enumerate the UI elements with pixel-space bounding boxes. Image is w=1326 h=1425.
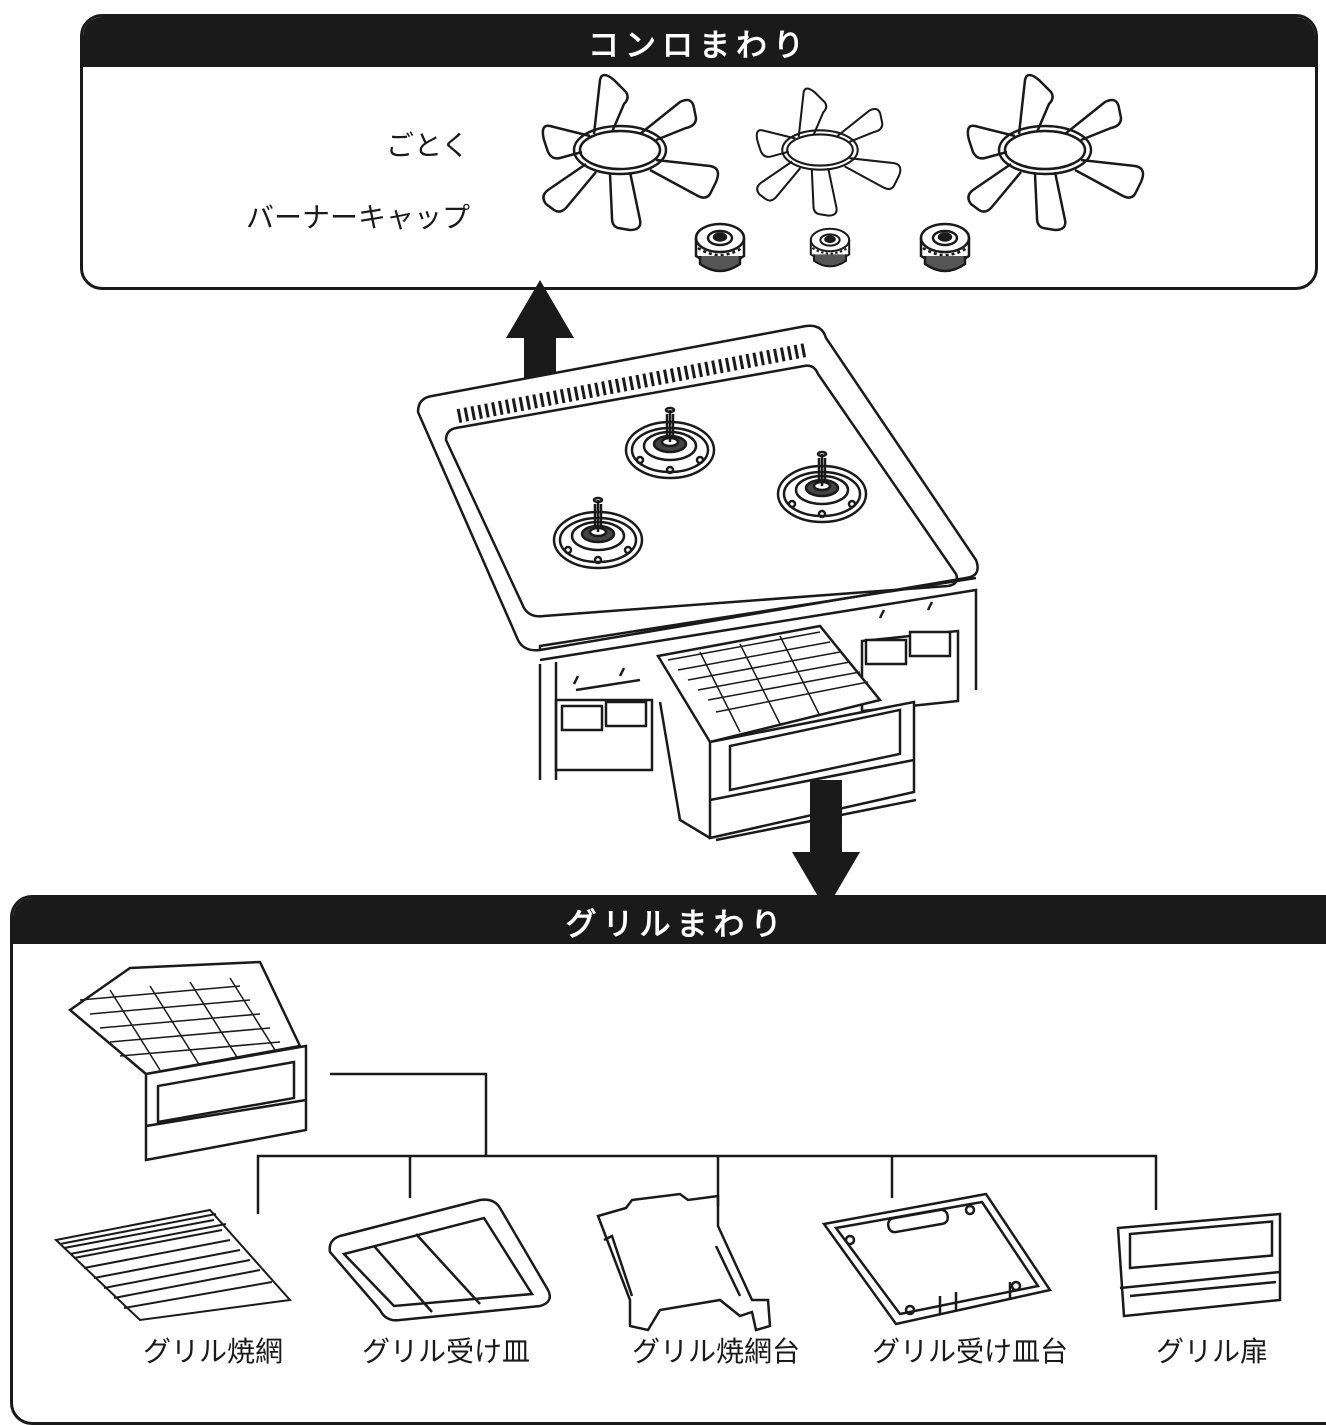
connector-lines (258, 1074, 1156, 1214)
trivet-center-icon (757, 89, 901, 216)
grill-grate-stand-icon (598, 1194, 770, 1330)
grill-drawer-assembly-icon (70, 962, 306, 1160)
grill-drip-pan-icon (330, 1200, 550, 1321)
grill-grate-icon (56, 1210, 290, 1320)
trivet-left-icon (543, 75, 718, 230)
grill-drip-pan-stand-icon (824, 1194, 1050, 1324)
burner-cap-right-icon (921, 224, 969, 271)
grill-door-icon (1118, 1214, 1280, 1316)
trivet-right-icon (968, 75, 1143, 230)
burner-cap-left-icon (696, 224, 744, 271)
burner-cap-center-icon (811, 229, 849, 267)
stove-illustration (418, 326, 978, 840)
